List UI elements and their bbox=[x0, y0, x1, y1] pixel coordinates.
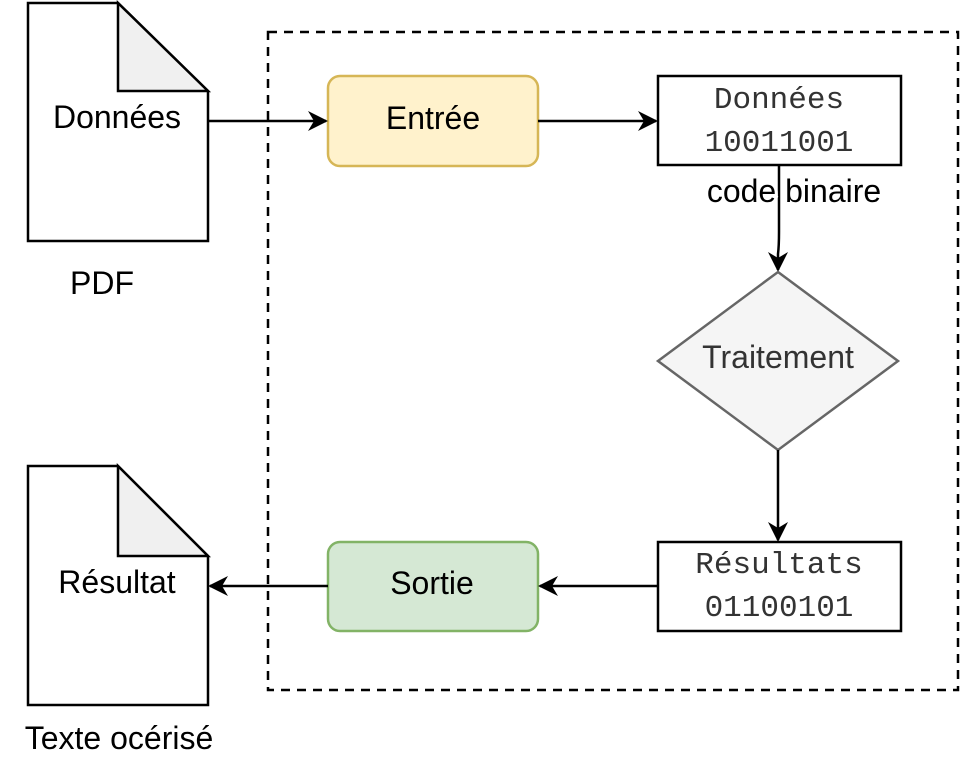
output-document-label: Résultat bbox=[58, 564, 176, 600]
input-box-label: Entrée bbox=[386, 100, 480, 136]
output-box-label: Sortie bbox=[390, 565, 474, 601]
input-document: Données bbox=[26, 0, 212, 243]
output-document: Résultat bbox=[26, 462, 212, 707]
result-box-binary: 01100101 bbox=[705, 591, 854, 626]
document-fold-icon bbox=[116, 0, 212, 93]
result-box-title: Résultats bbox=[695, 548, 862, 583]
data-box-binary: 10011001 bbox=[705, 126, 854, 161]
data-box-caption: code binaire bbox=[707, 173, 881, 209]
input-document-caption: PDF bbox=[70, 265, 134, 301]
input-document-label: Données bbox=[53, 99, 181, 135]
input-box: Entrée bbox=[326, 74, 540, 168]
process-label: Traitement bbox=[702, 339, 854, 375]
document-fold-icon bbox=[116, 462, 212, 558]
result-box: Résultats 01100101 bbox=[656, 540, 903, 633]
output-box: Sortie bbox=[326, 540, 540, 633]
output-document-caption: Texte océrisé bbox=[25, 720, 214, 756]
arrow-data-to-process bbox=[768, 165, 788, 272]
system-boundary bbox=[266, 30, 960, 692]
process-diamond: Traitement bbox=[655, 270, 901, 452]
data-box: Données 10011001 bbox=[656, 74, 903, 167]
data-box-title: Données bbox=[714, 83, 844, 118]
